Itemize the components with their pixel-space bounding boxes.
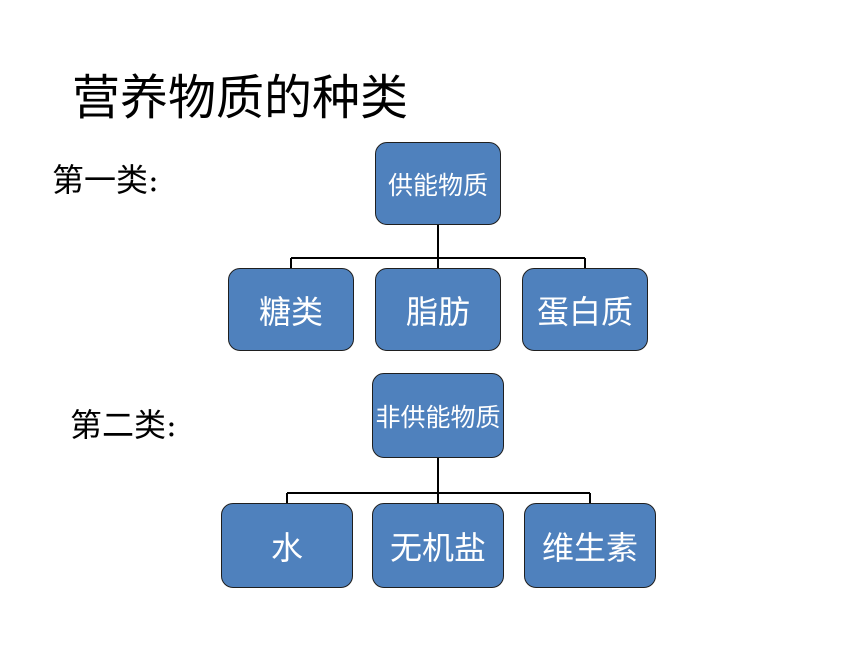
node-proteins: 蛋白质 [522,268,648,351]
node-non-energy-nutrients: 非供能物质 [372,373,504,458]
page-title: 营养物质的种类 [72,70,409,126]
node-fats: 脂肪 [375,268,501,351]
node-carbohydrates: 糖类 [228,268,354,351]
category-label-2: 第二类: [70,406,177,444]
node-vitamins: 维生素 [524,503,656,588]
node-water: 水 [221,503,353,588]
node-energy-nutrients: 供能物质 [375,142,501,225]
node-minerals: 无机盐 [372,503,504,588]
category-label-1: 第一类: [52,161,159,199]
